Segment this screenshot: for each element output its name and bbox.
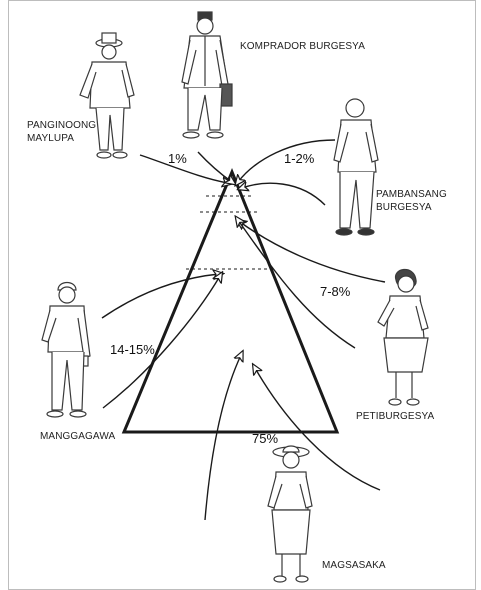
pct-national: 1-2% xyxy=(284,151,315,166)
landlord-figure-icon xyxy=(79,32,135,159)
pct-petty: 7-8% xyxy=(320,284,351,299)
pyramid-icon xyxy=(121,168,340,434)
label-national: PAMBANSANG BURGESYA xyxy=(376,188,447,214)
label-workers: MANGGAGAWA xyxy=(40,431,116,442)
label-landlords: PANGINOONG MAYLUPA xyxy=(27,119,96,145)
label-landlords-line1: PANGINOONG xyxy=(27,120,97,131)
label-petty: PETIBURGESYA xyxy=(356,411,435,422)
peasant-figure-icon xyxy=(267,445,313,583)
pct-landlords: 1% xyxy=(168,151,187,166)
label-national-line1: PAMBANSANG xyxy=(376,189,447,200)
arrow-workers-2 xyxy=(102,276,220,409)
arrow-national-2 xyxy=(242,183,326,206)
petty-bourgeois-figure-icon xyxy=(377,268,429,406)
label-landlords-line2: MAYLUPA xyxy=(27,133,75,144)
label-peasants: MAGSASAKA xyxy=(322,560,386,571)
arrow-comprador xyxy=(197,151,232,182)
illustration-frame xyxy=(8,0,476,590)
label-comprador: KOMPRADOR BURGESYA xyxy=(240,41,365,52)
arrow-peasants-2 xyxy=(255,368,381,491)
arrow-petty-1 xyxy=(240,222,386,283)
arrow-national-1 xyxy=(238,139,336,182)
arrow-landlords xyxy=(139,154,228,183)
arrow-petty-2 xyxy=(238,220,356,349)
worker-figure-icon xyxy=(41,281,91,418)
label-national-line2: BURGESYA xyxy=(376,202,432,213)
arrow-peasants-1 xyxy=(204,355,241,521)
pct-workers: 14-15% xyxy=(110,342,155,357)
comprador-figure-icon xyxy=(181,11,233,139)
national-bourgeois-figure-icon xyxy=(333,98,379,236)
pct-peasants: 75% xyxy=(252,431,279,446)
arrow-workers-1 xyxy=(101,274,219,319)
